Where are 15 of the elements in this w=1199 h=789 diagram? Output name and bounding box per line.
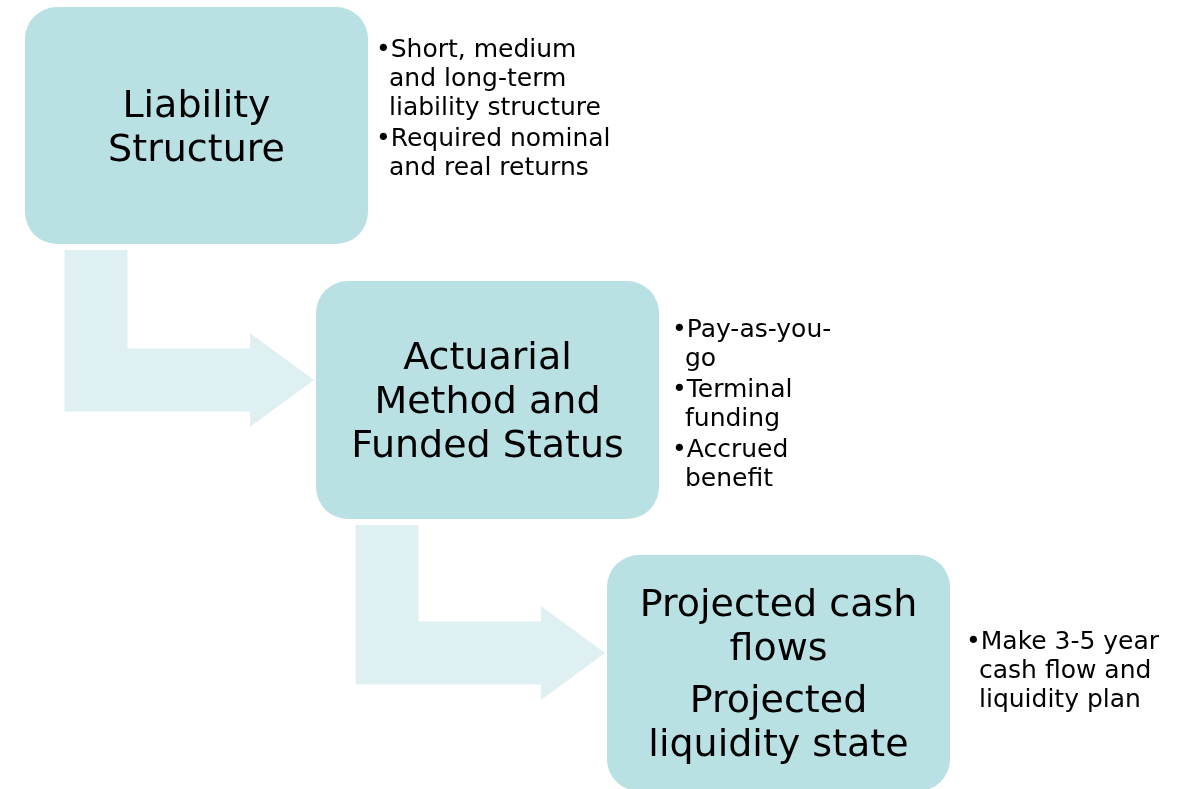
bent-arrow [355, 525, 605, 700]
box-label: Projected cash flows [638, 581, 919, 669]
process-box [25, 7, 368, 244]
bullet-text: •Terminal funding [672, 374, 794, 432]
bullet-text: •Make 3-5 year cash flow and liquidity plan [966, 626, 1161, 713]
process-box [607, 555, 950, 789]
box-label: Projected liquidity state [647, 677, 910, 765]
box-label: Actuarial Method and Funded Status [350, 334, 625, 466]
bullet-text: •Accrued benefit [672, 434, 790, 492]
box-label: Liability Structure [107, 81, 286, 170]
bullet-text: •Pay-as-you-go [672, 314, 832, 372]
bullet-text: •Required nominal and real returns [376, 123, 612, 181]
bullet-text: •Short, medium and long-term liability structure [376, 34, 602, 121]
process-box [316, 281, 659, 519]
bent-arrow [64, 250, 314, 427]
